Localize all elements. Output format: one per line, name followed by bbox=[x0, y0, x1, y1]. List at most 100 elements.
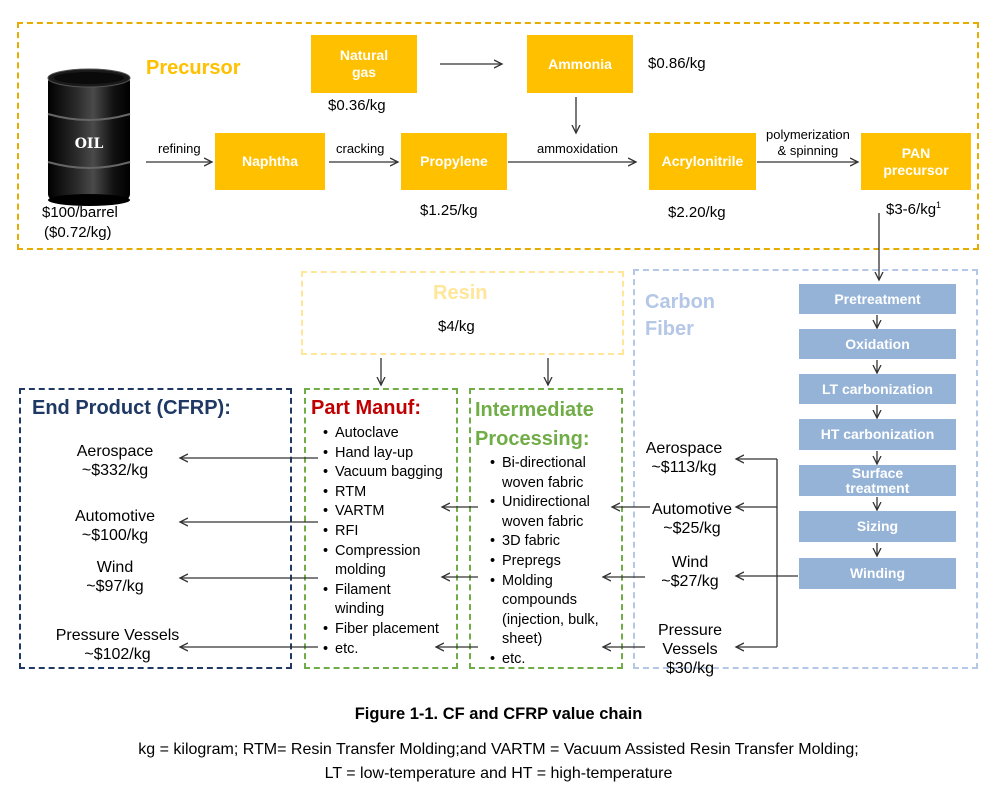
carbon-fiber-title-line1: Carbon bbox=[645, 291, 715, 313]
ammonia-label: Ammonia bbox=[548, 55, 612, 72]
oil-barrel-icon: OIL bbox=[47, 68, 131, 206]
acrylonitrile-box: Acrylonitrile bbox=[649, 133, 756, 190]
list-item: Bi-directional woven fabric bbox=[488, 454, 602, 493]
intermediate-title-line2: Processing: bbox=[475, 428, 590, 450]
list-item: RTM bbox=[321, 483, 461, 503]
list-item: Fiber placement bbox=[321, 620, 461, 640]
list-item: etc. bbox=[321, 640, 461, 660]
precursor-frame bbox=[17, 22, 979, 250]
pan-price-text: $3-6/kg bbox=[886, 201, 937, 218]
carbon-fiber-frame bbox=[633, 269, 978, 669]
list-item: Vacuum bagging bbox=[321, 463, 461, 483]
natural-gas-box: Natural gas bbox=[311, 35, 417, 93]
cf-step-label: HT carbonization bbox=[820, 426, 935, 442]
cf-market-name: Aerospace bbox=[645, 440, 723, 457]
cf-step-label: LT carbonization bbox=[822, 380, 933, 397]
natural-gas-label: Natural gas bbox=[339, 47, 389, 80]
pan-price: $3-6/kg1 bbox=[886, 200, 941, 218]
cf-market-name: Automotive bbox=[651, 501, 733, 518]
cf-step-surface-treatment: Surface treatment bbox=[799, 465, 956, 496]
resin-price: $4/kg bbox=[438, 318, 475, 335]
list-item: Molding compounds (injection, bulk, shee… bbox=[488, 572, 610, 650]
ammoxidation-label: ammoxidation bbox=[537, 141, 618, 156]
propylene-box: Propylene bbox=[401, 133, 507, 190]
cf-market-pressure-vessels: Pressure Vessels $30/kg bbox=[640, 621, 740, 678]
end-product-price: ~$332/kg bbox=[81, 462, 149, 479]
pan-footnote: 1 bbox=[936, 200, 942, 210]
cf-step-sizing: Sizing bbox=[799, 511, 956, 542]
end-product-name: Automotive bbox=[74, 508, 156, 525]
caption-note-line2: LT = low-temperature and HT = high-tempe… bbox=[324, 765, 673, 782]
end-product-name: Pressure Vessels bbox=[55, 627, 180, 644]
list-item: etc. bbox=[488, 650, 616, 670]
cf-step-label: Winding bbox=[849, 565, 906, 581]
acrylonitrile-label: Acrylonitrile bbox=[661, 153, 744, 169]
cf-market-name: Pressure Vessels bbox=[657, 622, 723, 658]
end-product-wind: Wind ~$97/kg bbox=[55, 558, 175, 596]
oil-label: OIL bbox=[75, 136, 104, 152]
precursor-title: Precursor bbox=[146, 57, 241, 79]
carbon-fiber-title-line2: Fiber bbox=[645, 318, 694, 340]
cf-market-name: Wind bbox=[671, 554, 709, 571]
end-product-title: End Product (CFRP): bbox=[32, 397, 231, 419]
cf-market-price: $30/kg bbox=[665, 660, 715, 677]
carbon-fiber-title: Carbon Fiber bbox=[645, 289, 715, 343]
naphtha-box: Naphtha bbox=[215, 133, 325, 190]
cf-step-label: Oxidation bbox=[845, 335, 910, 352]
pan-precursor-box: PAN precursor bbox=[861, 133, 971, 190]
cf-market-price: ~$113/kg bbox=[651, 459, 717, 476]
polymerization-text: polymerization bbox=[766, 127, 850, 142]
list-item: VARTM bbox=[321, 502, 461, 522]
polymerization-label: polymerization & spinning bbox=[766, 127, 850, 159]
refining-label: refining bbox=[158, 141, 201, 156]
pan-precursor-label: PAN precursor bbox=[883, 144, 949, 178]
end-product-name: Wind bbox=[96, 559, 134, 576]
cf-step-pretreatment: Pretreatment bbox=[799, 284, 956, 314]
propylene-price: $1.25/kg bbox=[420, 202, 478, 219]
cf-market-price: ~$25/kg bbox=[663, 520, 721, 537]
cf-step-label: Surface treatment bbox=[845, 464, 910, 496]
end-product-aerospace: Aerospace ~$332/kg bbox=[55, 442, 175, 480]
end-product-price: ~$100/kg bbox=[81, 527, 149, 544]
cracking-label: cracking bbox=[336, 141, 385, 156]
cf-step-oxidation: Oxidation bbox=[799, 329, 956, 359]
cf-market-automotive: Automotive ~$25/kg bbox=[642, 500, 742, 538]
end-product-name: Aerospace bbox=[76, 443, 154, 460]
cf-market-price: ~$27/kg bbox=[661, 573, 719, 590]
end-product-pressure-vessels: Pressure Vessels ~$102/kg bbox=[35, 626, 200, 664]
natural-gas-price: $0.36/kg bbox=[328, 97, 386, 114]
list-item: Compression molding bbox=[321, 542, 445, 581]
caption-note-line1: kg = kilogram; RTM= Resin Transfer Moldi… bbox=[138, 741, 859, 758]
list-item: RFI bbox=[321, 522, 461, 542]
end-product-frame bbox=[19, 388, 292, 669]
acrylonitrile-price: $2.20/kg bbox=[668, 204, 726, 221]
cf-step-ht-carbonization: HT carbonization bbox=[799, 419, 956, 450]
end-product-price: ~$102/kg bbox=[84, 646, 151, 663]
propylene-label: Propylene bbox=[420, 153, 488, 169]
part-manuf-title: Part Manuf: bbox=[311, 397, 421, 419]
ammonia-box: Ammonia bbox=[527, 35, 633, 93]
list-item: Unidirectional woven fabric bbox=[488, 493, 616, 532]
oil-price: $100/barrel bbox=[42, 204, 118, 221]
list-item: 3D fabric bbox=[488, 532, 616, 552]
list-item: Autoclave bbox=[321, 424, 461, 444]
cf-step-label: Pretreatment bbox=[834, 290, 921, 307]
cf-step-lt-carbonization: LT carbonization bbox=[799, 374, 956, 404]
naphtha-label: Naphtha bbox=[242, 153, 298, 169]
list-item: Hand lay-up bbox=[321, 444, 461, 464]
oil-price-kg: ($0.72/kg) bbox=[44, 224, 112, 241]
cf-market-wind: Wind ~$27/kg bbox=[640, 553, 740, 591]
resin-frame bbox=[301, 271, 624, 355]
figure-caption: Figure 1-1. CF and CFRP value chain bbox=[354, 705, 643, 723]
resin-title: Resin bbox=[433, 282, 488, 304]
intermediate-list: Bi-directional woven fabric Unidirection… bbox=[488, 454, 616, 670]
end-product-price: ~$97/kg bbox=[86, 578, 144, 595]
intermediate-title: Intermediate Processing: bbox=[475, 396, 594, 454]
end-product-automotive: Automotive ~$100/kg bbox=[55, 507, 175, 545]
intermediate-title-line1: Intermediate bbox=[475, 399, 594, 421]
list-item: Prepregs bbox=[488, 552, 616, 572]
list-item: Filament winding bbox=[321, 581, 405, 620]
part-manuf-list: Autoclave Hand lay-up Vacuum bagging RTM… bbox=[321, 424, 461, 659]
cf-step-label: Sizing bbox=[856, 518, 899, 534]
